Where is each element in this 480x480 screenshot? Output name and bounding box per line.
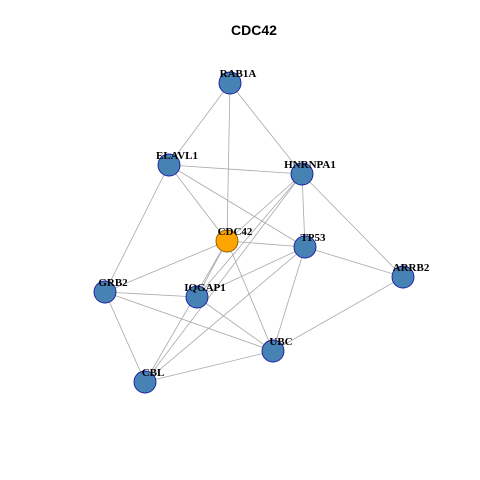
node-label-ubc: UBC (269, 336, 292, 348)
node-label-cdc42: CDC42 (218, 226, 253, 238)
edge-rab1a-elavl1 (168, 82, 231, 166)
node-label-iqgap1: IQGAP1 (184, 282, 226, 294)
node-label-grb2: GRB2 (98, 277, 128, 289)
edge-elavl1-grb2 (104, 164, 170, 293)
edge-iqgap1-ubc (196, 296, 274, 352)
edge-ubc-cbl (144, 350, 274, 383)
node-rab1a[interactable] (218, 71, 242, 95)
node-label-elavl1: ELAVL1 (156, 150, 198, 162)
edge-tp53-cbl (144, 246, 306, 383)
edge-tp53-ubc (272, 246, 306, 352)
edge-tp53-arrb2 (304, 246, 404, 278)
node-label-cbl: CBL (142, 367, 165, 379)
node-elavl1[interactable] (157, 153, 181, 177)
node-hnrnpa1[interactable] (290, 162, 314, 186)
edge-arrb2-ubc (272, 276, 404, 352)
edge-elavl1-tp53 (168, 164, 306, 248)
node-grb2[interactable] (93, 280, 117, 304)
node-tp53[interactable] (293, 235, 317, 259)
edge-hnrnpa1-cdc42 (226, 173, 303, 242)
edge-cdc42-grb2 (104, 240, 228, 293)
edge-grb2-cbl (104, 291, 146, 383)
edge-hnrnpa1-tp53 (301, 173, 306, 248)
edge-elavl1-hnrnpa1 (168, 164, 303, 175)
edge-cdc42-cbl (144, 240, 228, 383)
edge-grb2-iqgap1 (104, 291, 198, 298)
edge-hnrnpa1-arrb2 (301, 173, 404, 278)
edge-rab1a-cdc42 (226, 82, 231, 242)
edge-grb2-ubc (104, 291, 274, 352)
node-iqgap1[interactable] (185, 285, 209, 309)
edge-layer (104, 82, 404, 383)
graph-title: CDC42 (231, 22, 277, 38)
edge-elavl1-cdc42 (168, 164, 228, 242)
node-label-hnrnpa1: HNRNPA1 (284, 159, 336, 171)
node-ubc[interactable] (261, 339, 285, 363)
edge-rab1a-hnrnpa1 (229, 82, 303, 175)
node-layer (93, 71, 415, 394)
edge-hnrnpa1-cbl (144, 173, 303, 383)
node-label-tp53: TP53 (300, 232, 326, 244)
node-cdc42[interactable] (215, 229, 239, 253)
edge-hnrnpa1-iqgap1 (196, 173, 303, 298)
node-arrb2[interactable] (391, 265, 415, 289)
node-label-rab1a: RAB1A (220, 68, 257, 80)
edge-tp53-iqgap1 (196, 246, 306, 298)
edge-cdc42-ubc (226, 240, 274, 352)
node-cbl[interactable] (133, 370, 157, 394)
edge-cdc42-tp53 (226, 240, 306, 248)
node-label-arrb2: ARRB2 (393, 262, 430, 274)
